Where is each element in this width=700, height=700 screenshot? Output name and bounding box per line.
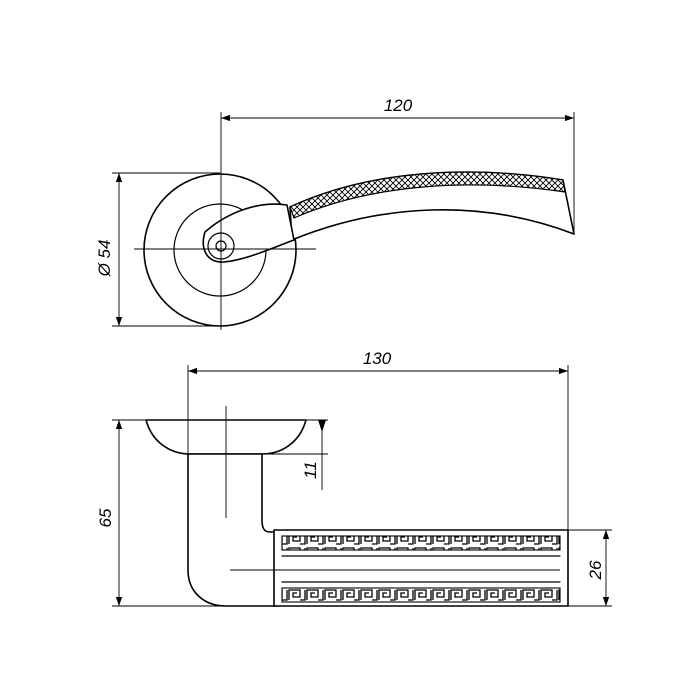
dim-arrow-11	[318, 420, 326, 432]
lever-top-insert	[289, 171, 566, 219]
lever-side-neck	[187, 453, 279, 607]
dim-label-54: Ø 54	[95, 240, 114, 278]
dim-label-120: 120	[384, 96, 413, 115]
dim-label-130: 130	[363, 349, 392, 368]
dim-label-11: 11	[301, 461, 320, 479]
dim-label-26: 26	[586, 560, 605, 580]
top-view: 120 Ø 54	[95, 96, 575, 330]
dim-label-65: 65	[96, 508, 115, 527]
greek-key-band-bottom	[281, 587, 561, 603]
greek-key-band-top	[281, 535, 561, 551]
side-view: 130 11 65 26	[96, 349, 612, 607]
